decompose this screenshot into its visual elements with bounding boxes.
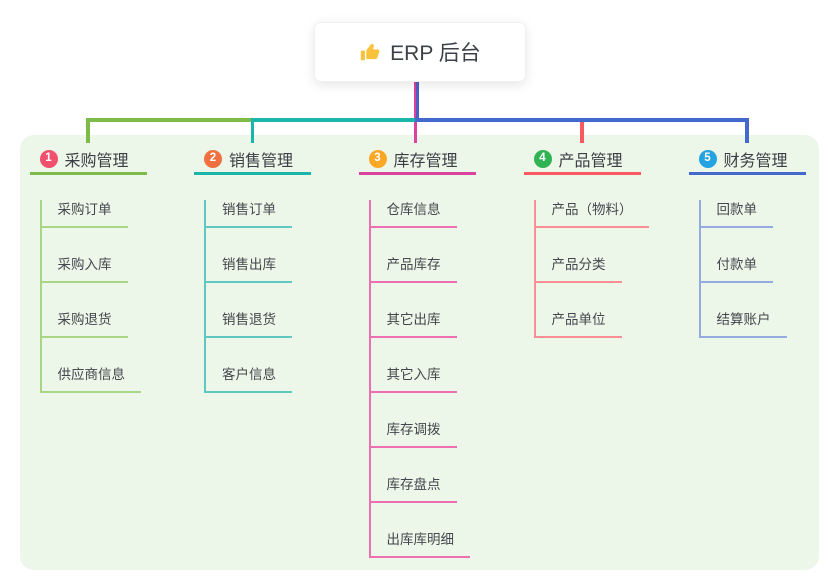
child-node[interactable]: 产品分类 [535, 255, 622, 283]
child-node[interactable]: 产品库存 [370, 255, 457, 283]
child-node[interactable]: 产品（物料） [535, 200, 649, 228]
root-node[interactable]: ERP 后台 [314, 22, 526, 82]
child-node[interactable]: 其它入库 [370, 365, 457, 393]
branch-drop-2 [250, 118, 255, 143]
branch-children: 采购订单采购入库采购退货供应商信息 [39, 200, 180, 393]
branch-column-5: 5 财务管理 回款单付款单结算账户 [688, 145, 839, 338]
branch-drop-1 [86, 118, 90, 143]
branch-connector-3 [413, 82, 418, 143]
child-node[interactable]: 产品单位 [535, 310, 622, 338]
branch-node[interactable]: 5 财务管理 [688, 145, 806, 175]
root-connector [415, 82, 420, 122]
branch-label: 财务管理 [723, 152, 788, 170]
branch-label: 采购管理 [64, 152, 129, 170]
child-node[interactable]: 供应商信息 [41, 365, 141, 393]
branch-number-badge: 3 [368, 149, 387, 168]
child-node[interactable]: 采购入库 [41, 255, 128, 283]
branch-number-badge: 5 [698, 149, 717, 168]
branch-node[interactable]: 4 产品管理 [523, 145, 641, 175]
branch-drop-5 [745, 118, 749, 143]
child-node[interactable]: 客户信息 [206, 365, 292, 393]
branch-column-4: 4 产品管理 产品（物料） 产品分类产品单位 [523, 145, 674, 338]
branch-node[interactable]: 3 库存管理 [358, 145, 476, 175]
branch-children: 销售订单销售出库销售退货客户信息 [204, 200, 344, 393]
branch-column-2: 2 销售管理 销售订单销售出库销售退货客户信息 [194, 145, 344, 393]
child-node[interactable]: 其它出库 [370, 310, 457, 338]
child-node[interactable]: 回款单 [700, 200, 773, 228]
child-node[interactable]: 结算账户 [700, 310, 787, 338]
root-label: ERP 后台 [390, 42, 481, 65]
child-node[interactable]: 库存盘点 [370, 475, 457, 503]
branch-node[interactable]: 2 销售管理 [194, 145, 311, 175]
branch-label: 库存管理 [393, 152, 458, 170]
branch-children: 回款单付款单结算账户 [698, 200, 839, 338]
branch-bus-2 [250, 118, 416, 122]
child-node[interactable]: 库存调拨 [370, 420, 457, 448]
child-node[interactable]: 仓库信息 [370, 200, 457, 228]
child-node[interactable]: 出库库明细 [370, 530, 470, 558]
branch-number-badge: 2 [204, 149, 222, 168]
branch-label: 销售管理 [229, 152, 294, 170]
child-node[interactable]: 销售退货 [206, 310, 292, 338]
child-node[interactable]: 采购订单 [41, 200, 128, 228]
child-node[interactable]: 销售出库 [206, 255, 292, 283]
child-node[interactable]: 付款单 [700, 255, 773, 283]
branch-node[interactable]: 1 采购管理 [29, 145, 147, 175]
branch-column-3: 3 库存管理 仓库信息产品库存其它出库其它入库库存调拨库存盘点出库库明细 [358, 145, 509, 558]
child-node[interactable]: 销售订单 [206, 200, 292, 228]
branch-children: 仓库信息产品库存其它出库其它入库库存调拨库存盘点出库库明细 [368, 200, 509, 558]
child-node[interactable]: 采购退货 [41, 310, 128, 338]
branch-number-badge: 1 [39, 149, 58, 168]
branch-drop-4 [580, 121, 584, 143]
branch-children: 产品（物料） 产品分类产品单位 [533, 200, 674, 338]
branch-bus-5 [415, 118, 749, 122]
thumbs-up-icon [359, 41, 381, 63]
branch-number-badge: 4 [533, 149, 552, 168]
branches-panel [20, 135, 819, 570]
branch-label: 产品管理 [558, 152, 623, 170]
branch-column-1: 1 采购管理 采购订单采购入库采购退货供应商信息 [29, 145, 180, 393]
branch-bus-1 [86, 118, 251, 122]
